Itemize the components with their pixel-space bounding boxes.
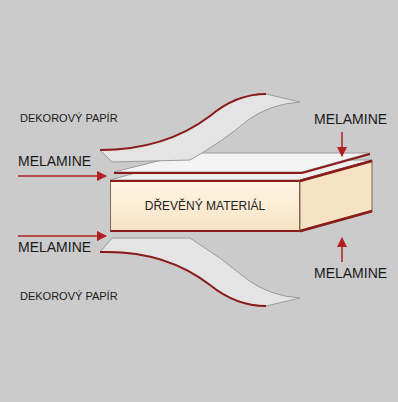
decor-paper (100, 238, 300, 306)
melamine-layer (100, 252, 266, 306)
melamine-layer (100, 94, 266, 150)
material-label: DŘEVĚNÝ MATERIÁL (145, 199, 265, 213)
part-label: MELAMINE (314, 112, 387, 127)
part-label: DEKOROVÝ PAPÍR (20, 290, 118, 302)
board-front: DŘEVĚNÝ MATERIÁL (110, 180, 300, 232)
leader-arrow (341, 238, 343, 262)
part-label: MELAMINE (18, 240, 91, 255)
leader-arrow (341, 132, 343, 156)
leader-arrow (18, 175, 106, 177)
part-label: MELAMINE (314, 266, 387, 281)
decor-paper (100, 94, 300, 162)
leader-arrow (18, 235, 106, 237)
part-label: MELAMINE (18, 154, 91, 169)
part-label: DEKOROVÝ PAPÍR (20, 112, 118, 124)
